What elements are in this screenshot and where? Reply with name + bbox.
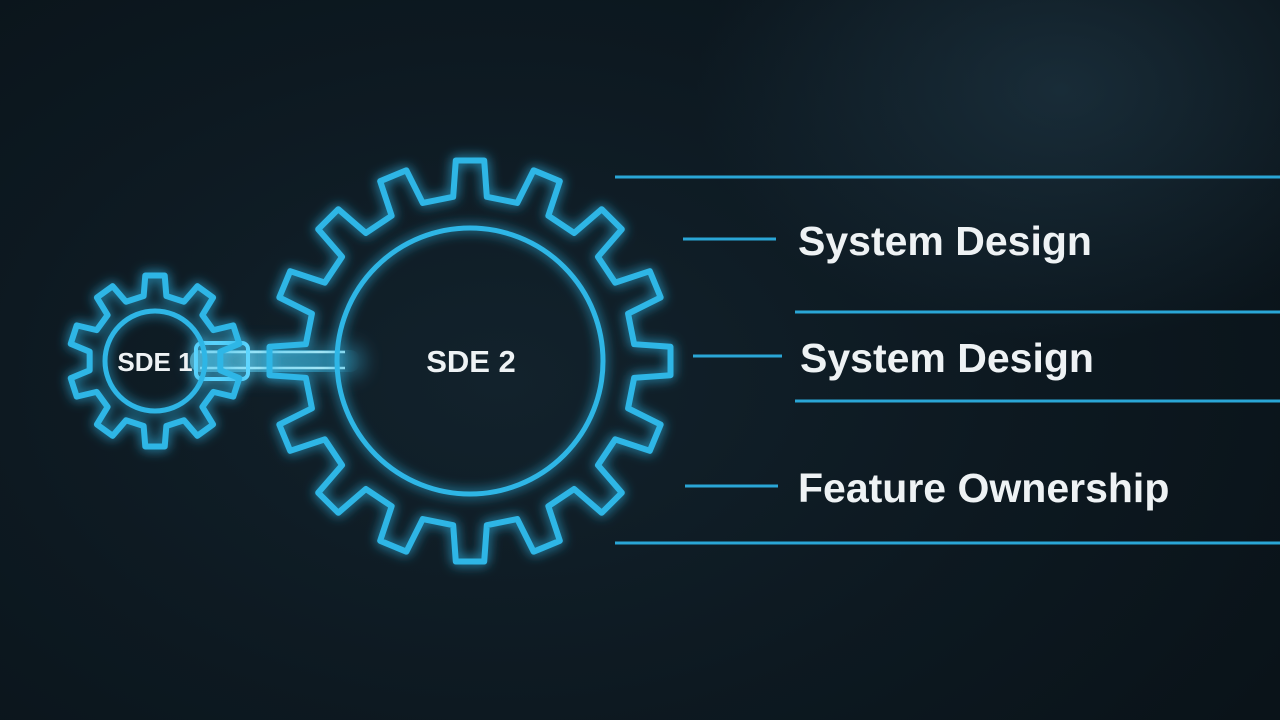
item-label-2: System Design (800, 335, 1094, 381)
small-gear (67, 272, 243, 450)
small-gear-ring (102, 308, 208, 414)
connector-beam (190, 341, 365, 381)
large-gear-ring (334, 225, 606, 497)
large-gear-outline (266, 157, 674, 565)
small-gear-outline (67, 272, 243, 450)
large-gear (266, 157, 674, 565)
item-label-3: Feature Ownership (798, 465, 1169, 511)
item-label-1: System Design (798, 218, 1092, 264)
large-gear-label: SDE 2 (426, 344, 516, 379)
small-gear-label: SDE 1 (117, 347, 192, 377)
